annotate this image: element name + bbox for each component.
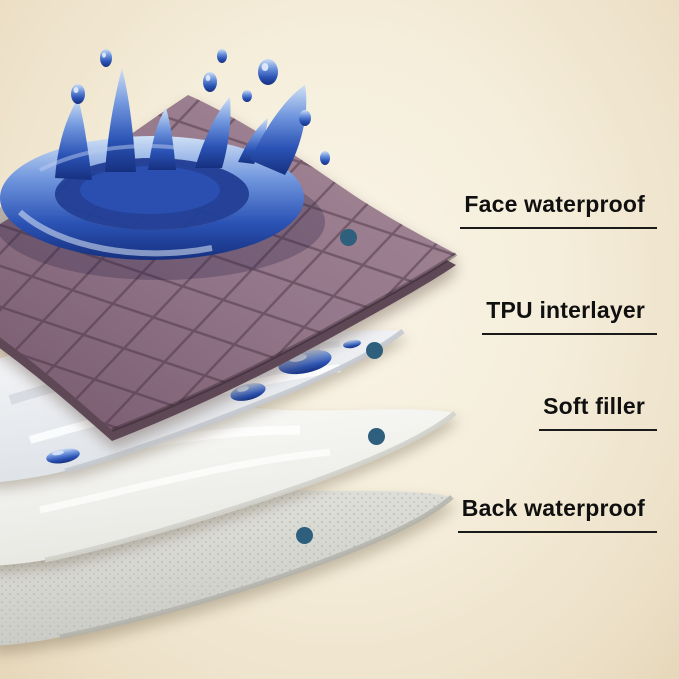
- callout-dot-back-waterproof: [296, 527, 313, 544]
- callout-label: Soft filler: [543, 393, 645, 419]
- callout-dot-soft-filler: [368, 428, 385, 445]
- callout-tpu-interlayer: TPU interlayer: [482, 297, 657, 335]
- callout-label: Face waterproof: [464, 191, 645, 217]
- callout-label: TPU interlayer: [486, 297, 645, 323]
- callout-label: Back waterproof: [461, 495, 645, 521]
- callout-soft-filler: Soft filler: [539, 393, 657, 431]
- callout-dot-face-waterproof: [340, 229, 357, 246]
- water-splash: [0, 49, 330, 280]
- callout-dot-tpu-interlayer: [366, 342, 383, 359]
- flying-droplets: [71, 49, 330, 165]
- callout-face-waterproof: Face waterproof: [460, 191, 657, 229]
- callout-back-waterproof: Back waterproof: [457, 495, 657, 533]
